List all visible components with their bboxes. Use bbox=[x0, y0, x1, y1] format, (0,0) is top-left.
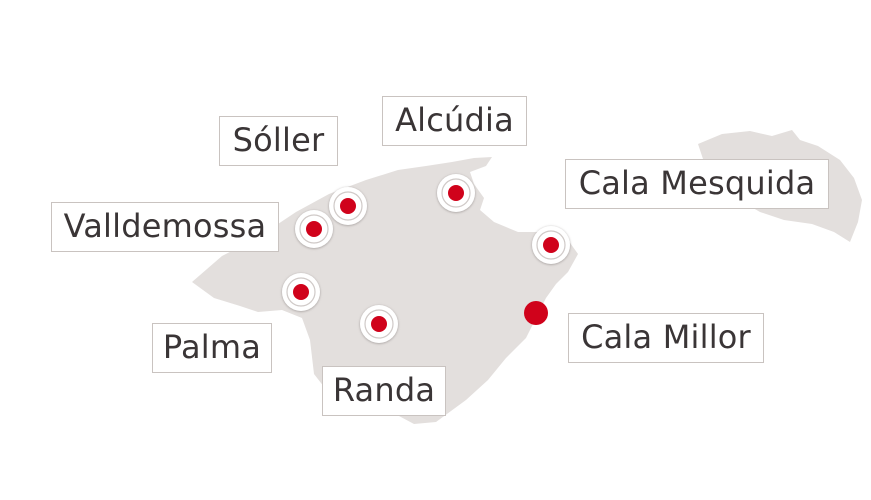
label-cala-mesquida: Cala Mesquida bbox=[565, 159, 829, 209]
location-dot-icon bbox=[306, 221, 322, 237]
marker-inner-ring bbox=[536, 230, 566, 260]
marker-valldemossa[interactable] bbox=[295, 210, 333, 248]
label-palma: Palma bbox=[152, 323, 272, 373]
marker-alcudia[interactable] bbox=[437, 174, 475, 212]
marker-cala-mesquida[interactable] bbox=[532, 226, 570, 264]
location-dot-icon bbox=[293, 284, 309, 300]
location-dot-icon bbox=[524, 301, 548, 325]
marker-inner-ring bbox=[299, 214, 329, 244]
marker-inner-ring bbox=[333, 191, 363, 221]
marker-soller[interactable] bbox=[329, 187, 367, 225]
label-cala-millor: Cala Millor bbox=[568, 313, 764, 363]
marker-cala-millor[interactable] bbox=[524, 301, 548, 325]
marker-randa[interactable] bbox=[360, 305, 398, 343]
location-dot-icon bbox=[543, 237, 559, 253]
location-dot-icon bbox=[448, 185, 464, 201]
label-alcudia: Alcúdia bbox=[382, 96, 527, 146]
marker-palma[interactable] bbox=[282, 273, 320, 311]
label-randa: Randa bbox=[322, 366, 446, 416]
marker-inner-ring bbox=[286, 277, 316, 307]
marker-inner-ring bbox=[364, 309, 394, 339]
island-mallorca bbox=[192, 157, 578, 424]
label-valldemossa: Valldemossa bbox=[51, 202, 279, 252]
marker-inner-ring bbox=[441, 178, 471, 208]
location-dot-icon bbox=[371, 316, 387, 332]
label-soller: Sóller bbox=[219, 116, 338, 166]
location-dot-icon bbox=[340, 198, 356, 214]
